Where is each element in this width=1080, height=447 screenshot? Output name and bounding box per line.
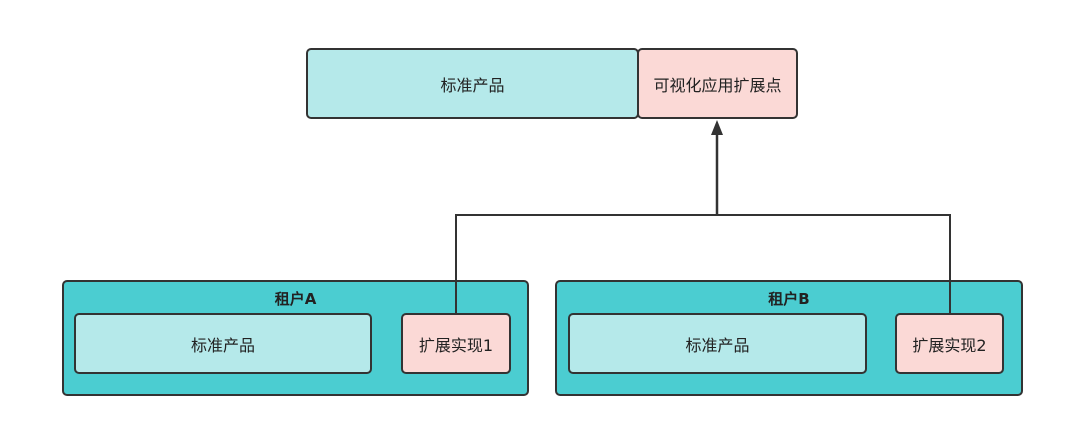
visual-extension-point-label: 可视化应用扩展点 <box>653 75 782 95</box>
top-standard-product-label: 标准产品 <box>440 75 505 95</box>
tenant-a-standard-product-label: 标准产品 <box>190 335 255 355</box>
visual-extension-point: 可视化应用扩展点 <box>637 48 798 119</box>
tenant-a-standard-product: 标准产品 <box>74 313 372 374</box>
top-standard-product: 标准产品 <box>306 48 639 119</box>
connector-tenant-a <box>455 214 717 313</box>
tenant-b-standard-product-label: 标准产品 <box>685 335 750 355</box>
tenant-b-extension-impl-label: 扩展实现2 <box>912 335 987 355</box>
tenant-a-extension-impl: 扩展实现1 <box>401 313 511 374</box>
tenant-b-title: 租户B <box>768 290 810 308</box>
tenant-b-extension-impl: 扩展实现2 <box>895 313 1004 374</box>
connector-tenant-b <box>717 214 951 313</box>
tenant-a-title: 租户A <box>274 290 317 308</box>
arrowhead-icon <box>711 120 723 135</box>
tenant-b-standard-product: 标准产品 <box>568 313 867 374</box>
tenant-a-extension-impl-label: 扩展实现1 <box>418 335 494 355</box>
